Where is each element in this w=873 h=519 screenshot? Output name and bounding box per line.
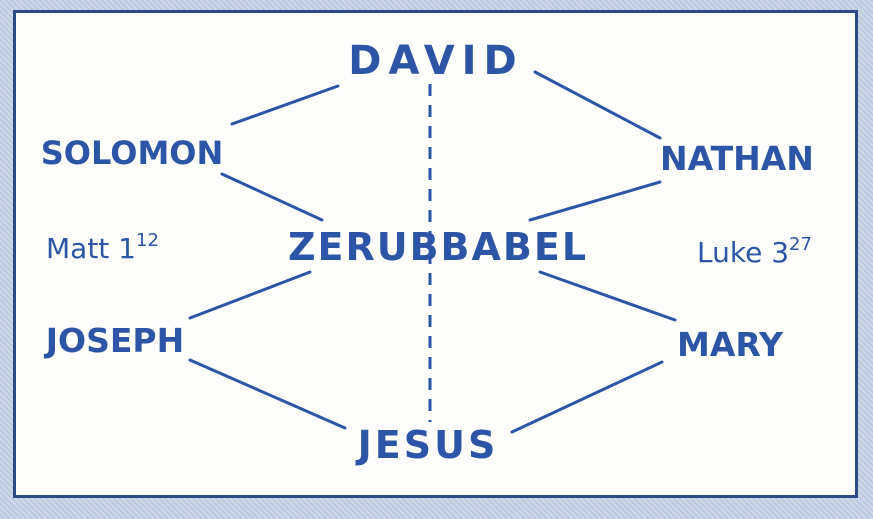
link-nathan-zerubbabel (528, 180, 662, 222)
node-solomon: SOLOMON (41, 134, 224, 172)
node-jesus: JESUS (355, 423, 499, 467)
link-david-solomon (230, 84, 340, 126)
reference-luke-text: Luke 3 (697, 236, 789, 269)
node-david: DAVID (348, 38, 524, 84)
reference-matthew-text: Matt 1 (46, 232, 136, 265)
node-zerubbabel: ZERUBBABEL (288, 225, 588, 269)
link-zerubbabel-joseph (188, 270, 312, 320)
reference-matthew-verse: 12 (136, 230, 159, 251)
diagram-panel (13, 10, 858, 498)
link-zerubbabel-mary (538, 270, 677, 322)
node-nathan: NATHAN (660, 139, 814, 178)
link-david-nathan (533, 70, 662, 140)
link-solomon-zerubbabel (220, 172, 324, 222)
link-mary-jesus (510, 360, 664, 434)
node-joseph: JOSEPH (44, 321, 184, 360)
reference-matthew: Matt 112 (46, 230, 159, 265)
node-mary: MARY (677, 325, 784, 364)
reference-luke: Luke 327 (697, 234, 812, 269)
reference-luke-verse: 27 (789, 234, 812, 255)
link-joseph-jesus (188, 358, 347, 430)
